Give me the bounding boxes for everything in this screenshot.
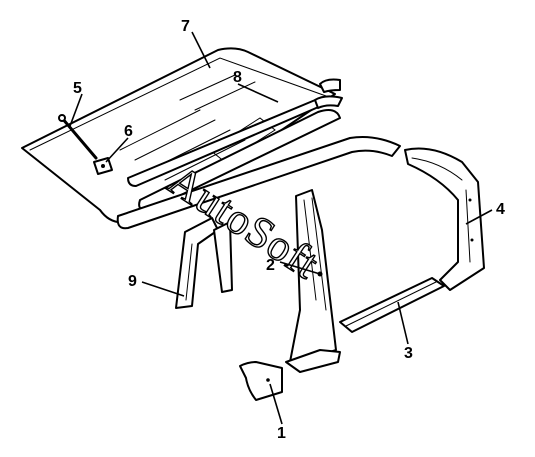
leader-lines (69, 31, 493, 425)
callout-2: 2 (266, 257, 275, 274)
callout-7: 7 (181, 18, 190, 35)
callout-4: 4 (496, 201, 505, 218)
roof-side-moulding (127, 78, 343, 212)
front-pillar-frame (116, 136, 401, 309)
center-pillar (285, 189, 341, 373)
callout-8: 8 (233, 69, 242, 86)
antenna-rod (58, 114, 98, 160)
callout-9: 9 (128, 273, 137, 290)
callout-6: 6 (124, 123, 133, 140)
antenna-bracket (93, 157, 113, 175)
callout-1: 1 (277, 425, 286, 442)
front-lower-pillar (239, 361, 283, 401)
callout-5: 5 (73, 80, 82, 97)
rear-quarter-panel (404, 147, 485, 291)
callout-3: 3 (404, 345, 413, 362)
rocker-sill-panel (339, 277, 445, 333)
callout-labels: 7 5 6 8 9 2 4 3 1 (73, 18, 505, 442)
